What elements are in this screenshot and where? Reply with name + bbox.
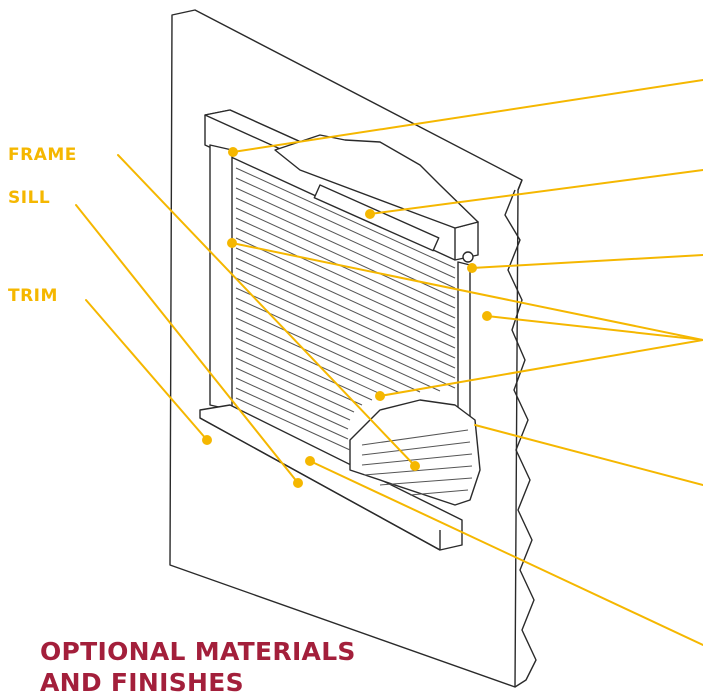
dot-sill-end	[305, 456, 315, 466]
wall-cut-edge	[504, 189, 537, 688]
leader-frame	[117, 154, 416, 467]
leader-sill	[75, 204, 299, 484]
shutter-slats	[235, 167, 456, 451]
frame-label: FRAME	[8, 145, 77, 165]
slat-profile	[361, 429, 473, 496]
frame-left	[209, 144, 233, 411]
leader-box	[232, 79, 703, 153]
roller-tube	[313, 184, 440, 252]
dot-sill	[293, 478, 303, 488]
dot-end-cap	[467, 263, 477, 273]
sill-label: SILL	[8, 188, 51, 208]
dot-roller	[365, 209, 375, 219]
dot-guide-a	[227, 238, 237, 248]
callout-lines	[75, 79, 703, 646]
dot-trim	[202, 435, 212, 445]
leader-profile	[474, 424, 703, 486]
dot-box	[228, 147, 238, 157]
box-cutaway	[274, 134, 479, 229]
dot-guide-b	[482, 311, 492, 321]
leader-sill-end	[309, 460, 703, 646]
leader-slat	[379, 339, 703, 397]
slat-cutaway	[349, 399, 481, 506]
leader-roller	[369, 169, 703, 215]
dot-frame	[410, 461, 420, 471]
heading-line-1: OPTIONAL MATERIALS	[40, 637, 356, 666]
callout-dots	[202, 147, 492, 488]
leader-guide-a	[231, 242, 703, 341]
dot-slat	[375, 391, 385, 401]
trim-label: TRIM	[8, 286, 58, 306]
leader-end-cap	[471, 254, 703, 269]
leader-guide-b	[486, 315, 703, 341]
leader-trim	[85, 299, 208, 441]
